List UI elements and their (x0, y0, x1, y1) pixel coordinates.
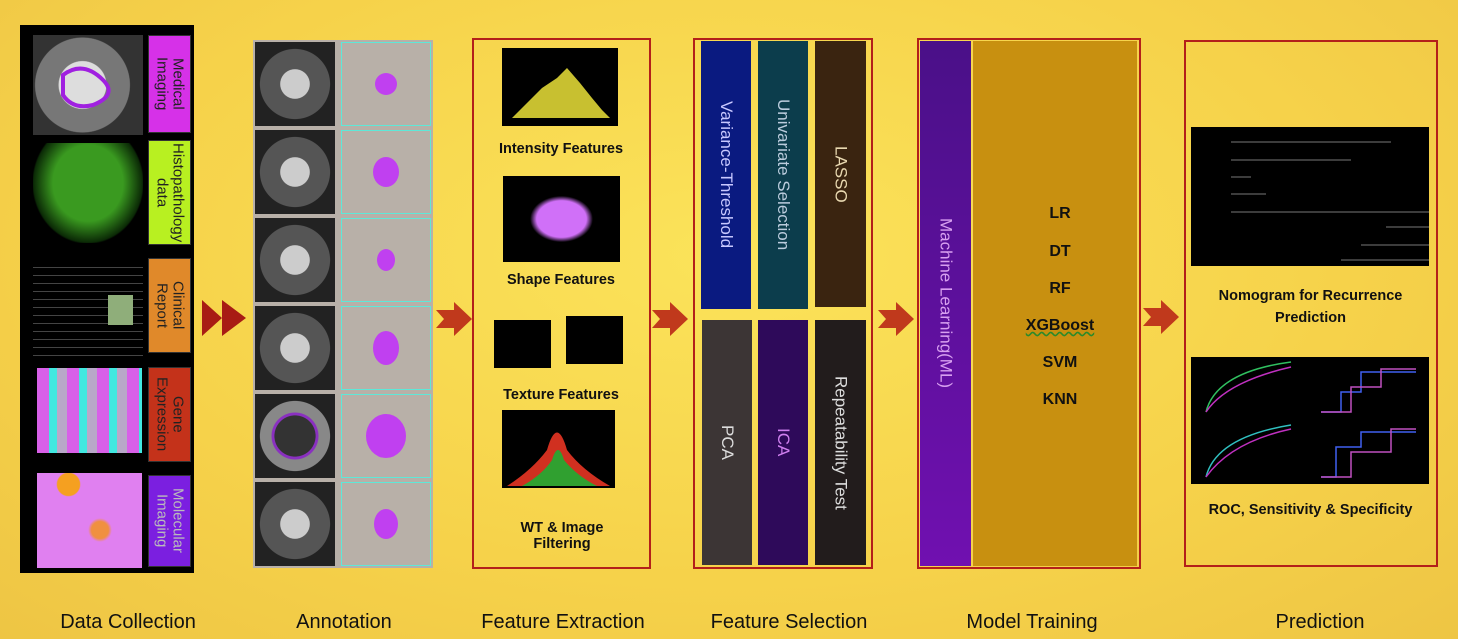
wt-filtering-label: WT & Image Filtering (492, 520, 632, 552)
caption-annotation: Annotation (296, 611, 392, 633)
method-variance-threshold: Variance-Threshold (701, 41, 751, 309)
annotation-row (255, 306, 431, 390)
intensity-features-label: Intensity Features (498, 141, 624, 157)
model-lr: LR (1049, 205, 1071, 222)
method-repeatability-test: Repeatability Test (815, 320, 866, 565)
wt-filtering-text: WT & Image Filtering (520, 520, 604, 552)
texture-matrix-image (494, 320, 551, 368)
caption-model-training: Model Training (966, 611, 1098, 633)
nomogram-image (1191, 127, 1429, 266)
label-medical-imaging: Medical Imaging (148, 35, 191, 133)
label-clinical-report: Clinical Report (148, 258, 191, 353)
caption-data-collection: Data Collection (60, 611, 196, 633)
shape-features-label: Shape Features (507, 272, 615, 288)
arrow-right-icon (436, 302, 472, 336)
nomogram-label: Nomogram for Recurrence Prediction (1218, 288, 1403, 326)
annotation-row (255, 482, 431, 566)
model-dt: DT (1049, 243, 1071, 260)
texture-matrix-image (566, 316, 623, 364)
annotation-row (255, 42, 431, 126)
model-svm: SVM (1042, 354, 1078, 371)
texture-features-label: Texture Features (503, 387, 619, 403)
feature-extraction-box (472, 38, 651, 569)
arrow-right-icon (1143, 300, 1179, 334)
data-collection-panel: Medical Imaging Histopathology data Clin… (20, 25, 194, 573)
annotation-row (255, 130, 431, 214)
histopathology-image (33, 143, 143, 243)
intensity-histogram-image (502, 48, 618, 126)
label-molecular-imaging: Molecular Imaging (148, 475, 191, 567)
caption-prediction: Prediction (1275, 611, 1365, 633)
double-arrow-icon (202, 300, 246, 336)
models-panel (973, 41, 1137, 566)
model-rf: RF (1049, 280, 1071, 297)
prediction-box (1184, 40, 1438, 567)
shape-image (503, 176, 620, 262)
annotation-rows (253, 40, 433, 568)
molecular-imaging-image (37, 473, 142, 568)
annotation-panel (253, 40, 433, 568)
feature-selection-box (693, 38, 873, 569)
roc-curves-image (1191, 357, 1429, 484)
medical-imaging-image (33, 35, 143, 135)
clinical-report-image (33, 260, 143, 360)
model-knn: KNN (1042, 391, 1078, 408)
method-lasso: LASSO (815, 41, 866, 307)
machine-learning-label: Machine Learning(ML) (920, 41, 971, 566)
wavelet-image (502, 410, 615, 488)
model-xgboost: XGBoost (1025, 317, 1095, 334)
method-pca: PCA (702, 320, 752, 565)
model-training-box (917, 38, 1141, 569)
arrow-right-icon (652, 302, 688, 336)
arrow-right-icon (878, 302, 914, 336)
gene-expression-image (37, 368, 142, 453)
label-histopathology: Histopathology data (148, 140, 191, 245)
caption-feature-extraction: Feature Extraction (481, 611, 645, 633)
caption-feature-selection: Feature Selection (710, 611, 868, 633)
roc-label: ROC, Sensitivity & Specificity (1208, 502, 1413, 518)
method-ica: ICA (758, 320, 808, 565)
method-univariate-selection: Univariate Selection (758, 41, 808, 309)
annotation-row (255, 218, 431, 302)
annotation-row (255, 394, 431, 478)
label-gene-expression: Gene Expression (148, 367, 191, 462)
